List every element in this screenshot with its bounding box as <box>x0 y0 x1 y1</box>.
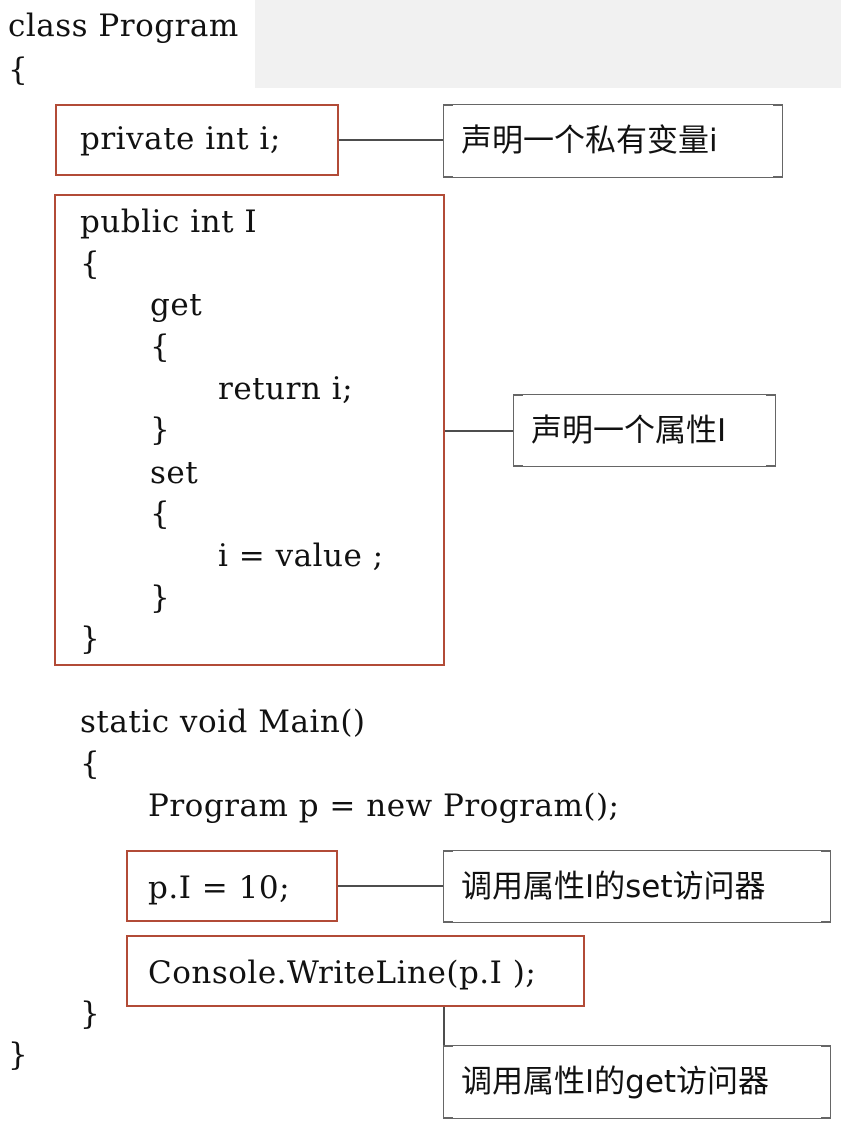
get-open-brace: { <box>150 329 171 365</box>
new-program-statement: Program p = new Program(); <box>148 788 620 824</box>
property-annotation-text: 声明一个属性I <box>531 412 727 449</box>
main-close-brace: } <box>80 996 101 1032</box>
property-open-brace: { <box>80 246 101 282</box>
class-open-brace: { <box>8 52 29 88</box>
assign-statement: i = value ; <box>218 538 384 574</box>
set-annotation-text: 调用属性I的set访问器 <box>461 868 766 905</box>
set-call-box <box>126 850 338 922</box>
get-annotation-text: 调用属性I的get访问器 <box>461 1064 770 1100</box>
property-annotation: 声明一个属性I <box>513 394 776 467</box>
set-annotation: 调用属性I的set访问器 <box>443 850 831 923</box>
class-declaration: class Program <box>8 8 239 44</box>
set-close-brace: } <box>150 580 171 616</box>
set-open-brace: { <box>150 496 171 532</box>
main-declaration: static void Main() <box>80 704 366 740</box>
get-keyword: get <box>150 287 203 323</box>
title-band <box>255 0 841 88</box>
private-field-line: private int i; <box>80 121 281 157</box>
property-box <box>54 194 445 666</box>
get-close-brace: } <box>150 412 171 448</box>
main-open-brace: { <box>80 746 101 782</box>
private-field-box <box>55 104 339 176</box>
set-call-line: p.I = 10; <box>148 870 291 906</box>
field-annotation-text: 声明一个私有变量i <box>461 123 718 159</box>
class-close-brace: } <box>8 1037 29 1073</box>
return-statement: return i; <box>218 371 354 407</box>
field-annotation: 声明一个私有变量i <box>443 104 783 178</box>
get-call-box <box>126 935 585 1007</box>
get-connector <box>443 1007 445 1045</box>
set-keyword: set <box>150 455 199 491</box>
property-close-brace: } <box>80 621 101 657</box>
get-call-line: Console.WriteLine(p.I ); <box>148 955 537 991</box>
set-connector <box>338 885 443 887</box>
property-declaration: public int I <box>80 204 258 240</box>
get-annotation: 调用属性I的get访问器 <box>443 1045 831 1119</box>
field-connector <box>339 139 443 141</box>
property-connector <box>445 430 513 432</box>
